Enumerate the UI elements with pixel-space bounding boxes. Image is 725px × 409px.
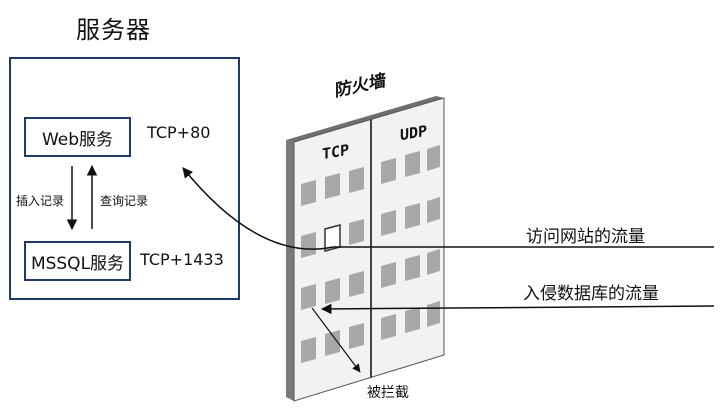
web-service-label: Web服务 (41, 129, 114, 150)
sql-port-label: TCP+1433 (140, 250, 224, 269)
firewall-side (286, 140, 294, 401)
server-title: 服务器 (76, 16, 151, 44)
blocked-arrow (311, 307, 361, 373)
mssql-service-box: MSSQL服务 (24, 241, 131, 281)
udp-windows (381, 145, 440, 340)
query-record-label: 查询记录 (100, 194, 149, 208)
tcp-windows (301, 167, 364, 363)
visit-traffic-label: 访问网站的流量 (526, 227, 645, 247)
invade-traffic-line (320, 303, 715, 315)
firewall-top (286, 96, 444, 142)
blocked-label: 被拦截 (367, 385, 409, 401)
web-port-label: TCP+80 (147, 123, 211, 142)
server-panel (9, 57, 240, 300)
invade-traffic-label: 入侵数据库的流量 (523, 284, 659, 304)
visit-traffic-arrow (182, 167, 334, 250)
mssql-service-label: MSSQL服务 (30, 253, 125, 274)
insert-record-label: 插入记录 (16, 194, 65, 208)
web-service-box: Web服务 (24, 117, 131, 157)
